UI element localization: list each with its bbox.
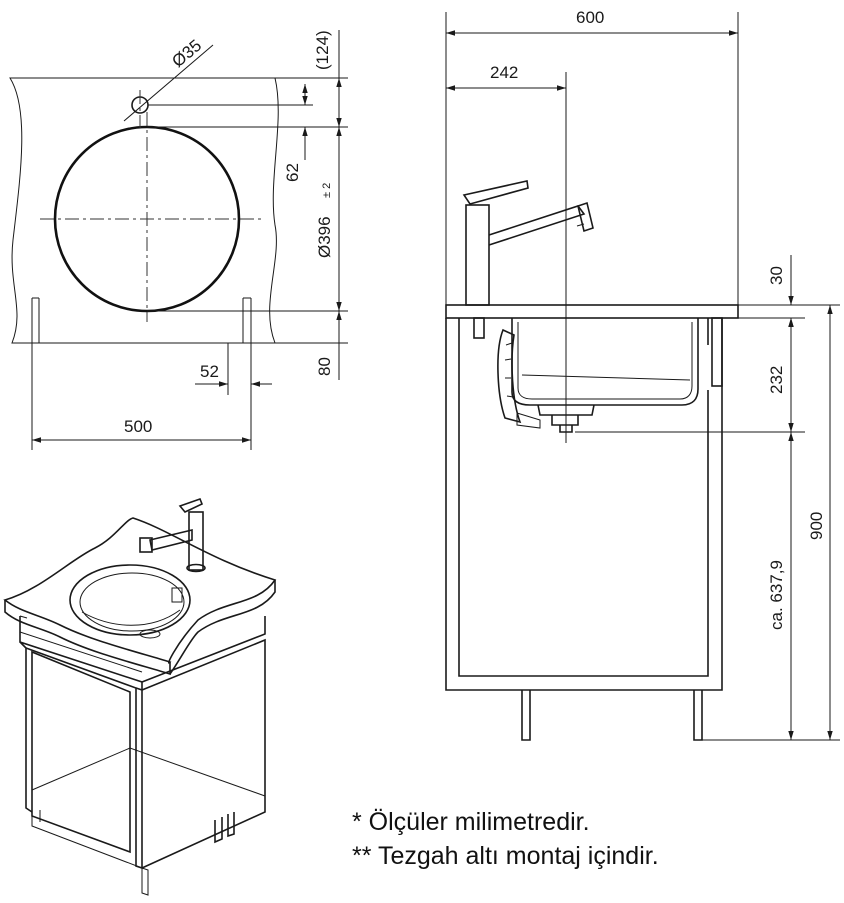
dim-637: ca. 637,9 [767,560,786,630]
cabinet-legs [521,690,703,741]
dim-232: 232 [767,366,786,394]
side-view: 600 242 [445,8,840,741]
dim-tolerance: ± 2 [321,183,333,198]
dim-80: 80 [315,357,334,376]
dim-500: 500 [124,417,152,436]
dim-600: 600 [576,8,604,27]
iso-bowl [69,564,191,636]
isometric-view [3,497,277,896]
dim-bowl-diameter: Ø396 [315,216,334,258]
dim-hole-diameter: Ø35 [168,36,205,71]
drain [537,404,595,433]
iso-countertop [3,517,277,664]
cabinet-side [445,318,723,691]
countertop-section [445,304,739,319]
dim-900: 900 [807,512,826,540]
dim-242: 242 [490,63,518,82]
iso-faucet [139,497,206,573]
faucet [462,180,594,306]
sink-bowl [511,318,699,406]
iso-cabinet [19,616,266,813]
dim-52: 52 [200,362,219,381]
dim-30: 30 [767,266,786,285]
note-mounting: ** Tezgah altı montaj içindir. [352,842,659,870]
dim-offset-124: (124) [313,30,332,70]
overflow-hose [497,328,522,424]
top-view: Ø35 (124) 62 Ø396 ± 2 80 52 500 [9,30,348,450]
dim-62: 62 [283,163,302,182]
countertop-outline [9,77,279,344]
note-units: * Ölçüler milimetredir. [352,808,590,836]
